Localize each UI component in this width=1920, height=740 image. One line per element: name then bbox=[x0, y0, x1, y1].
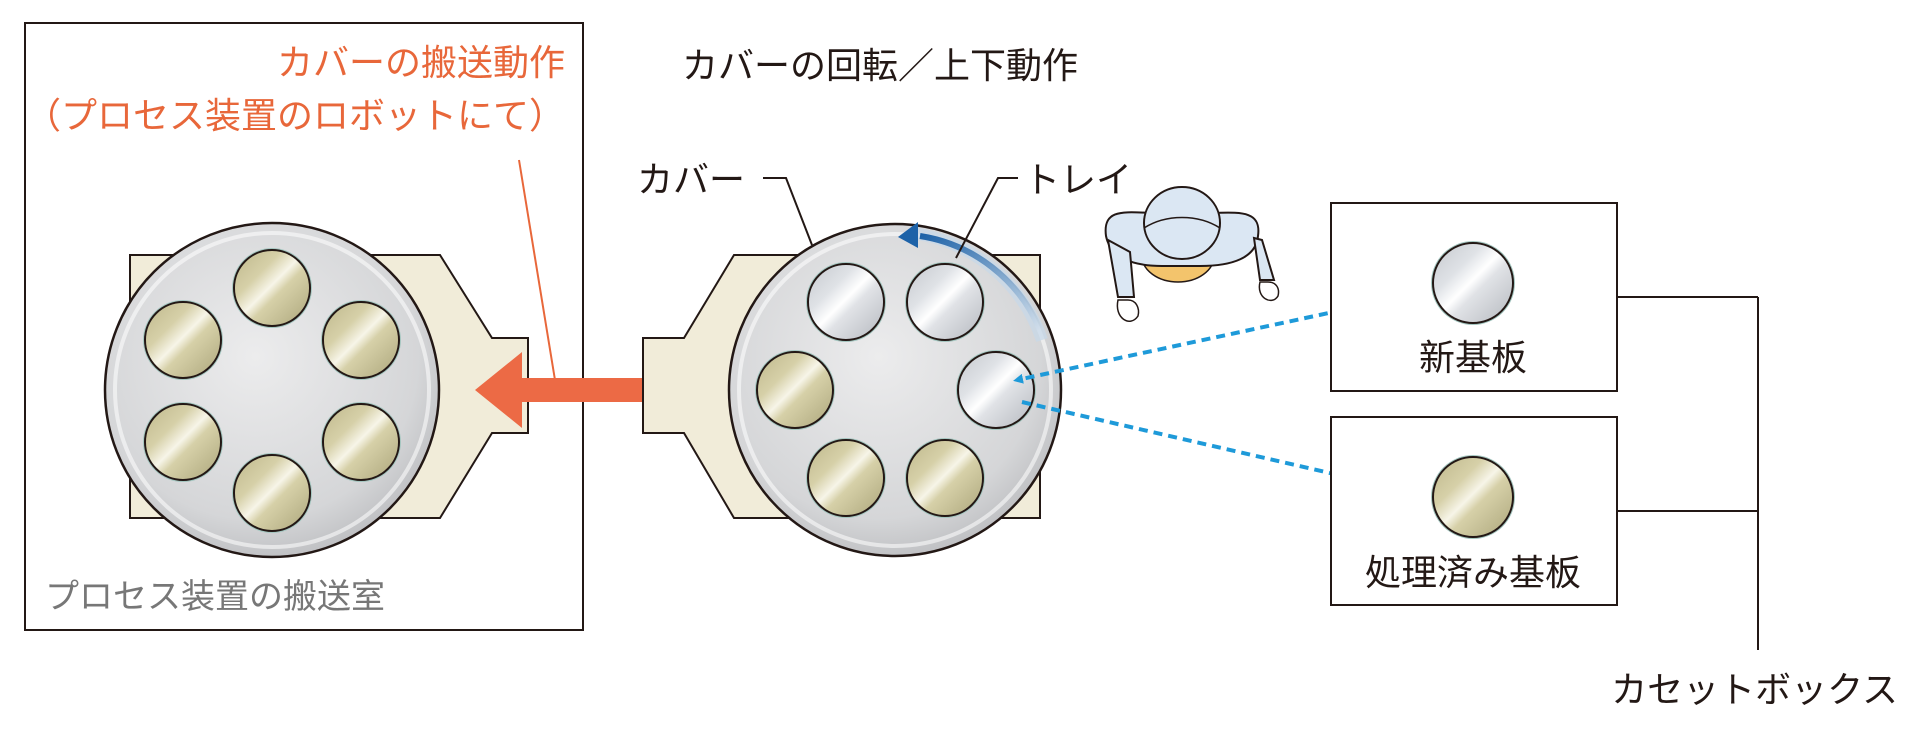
substrate-gold bbox=[321, 402, 401, 482]
double-arrow-icon bbox=[475, 352, 689, 428]
new-substrate-cassette: 新基板 bbox=[1330, 202, 1618, 392]
tray-label: トレイ bbox=[1024, 160, 1132, 201]
cover-label: カバー bbox=[637, 160, 745, 201]
substrate-silver bbox=[1431, 241, 1515, 325]
substrate-gold bbox=[232, 453, 312, 533]
substrate-gold bbox=[143, 402, 223, 482]
tray-leader bbox=[955, 177, 1018, 259]
pick-new-substrate-arrow bbox=[1013, 286, 1446, 384]
substrate-gold bbox=[1431, 455, 1515, 539]
substrate-silver bbox=[806, 262, 886, 342]
substrate-gold bbox=[143, 300, 223, 380]
operator-figure-icon bbox=[1104, 186, 1280, 322]
process-chamber: プロセス装置の搬送室 bbox=[24, 22, 584, 631]
robot-transfer-leader bbox=[518, 159, 556, 381]
chamber-label: プロセス装置の搬送室 bbox=[45, 577, 385, 617]
cover-action-label: カバーの回転／上下動作 bbox=[682, 46, 1078, 87]
substrate-gold bbox=[321, 300, 401, 380]
substrate-silver bbox=[905, 262, 985, 342]
processed-substrate-label: 処理済み基板 bbox=[1365, 553, 1581, 594]
rotation-arrow-icon bbox=[898, 222, 1048, 342]
cassette-box-label: カセットボックス bbox=[1611, 670, 1898, 711]
new-substrate-label: 新基板 bbox=[1419, 338, 1527, 379]
substrate-gold bbox=[232, 248, 312, 328]
processed-substrate-cassette: 処理済み基板 bbox=[1330, 416, 1618, 606]
tray-substrates bbox=[755, 262, 1036, 518]
cover-leader bbox=[763, 177, 813, 246]
robot-transfer-label: カバーの搬送動作 bbox=[277, 43, 565, 84]
substrate-silver bbox=[956, 350, 1036, 430]
cassette-bracket bbox=[1617, 296, 1759, 650]
chamber-substrates bbox=[143, 248, 401, 533]
substrate-gold bbox=[755, 350, 835, 430]
cover-assembly bbox=[642, 222, 1063, 558]
substrate-gold bbox=[806, 438, 886, 518]
substrate-gold bbox=[905, 438, 985, 518]
robot-transfer-sublabel: （プロセス装置のロボットにて） bbox=[25, 96, 565, 137]
